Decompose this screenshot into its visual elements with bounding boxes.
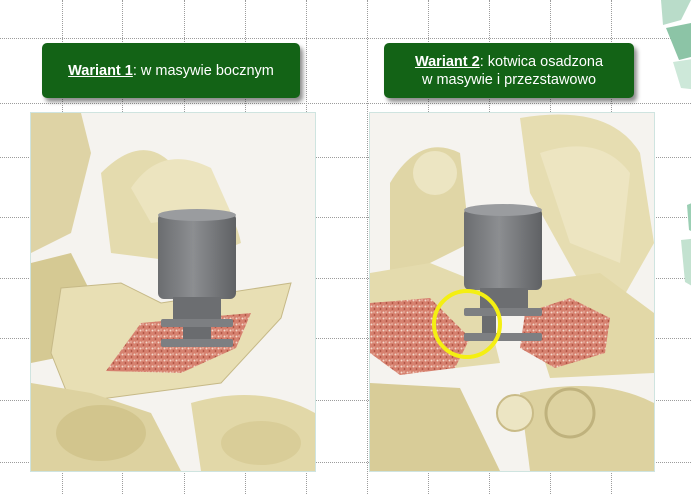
variant-1-illustration	[30, 112, 316, 472]
variant-2-description-2: w masywie i przezstawowo	[421, 71, 597, 88]
variant-1-description: : w masywie bocznym	[132, 62, 274, 79]
guide-line	[0, 217, 691, 218]
variant-2-label: Wariant 2: kotwica osadzona w masywie i …	[384, 43, 634, 98]
guide-line	[0, 103, 691, 104]
guide-line	[0, 38, 691, 39]
variant-1-render	[31, 113, 315, 471]
variant-2-description-1: : kotwica osadzona	[479, 53, 604, 70]
guide-line	[367, 0, 368, 494]
variant-2-illustration	[369, 112, 655, 472]
guide-line	[0, 400, 691, 401]
variant-1-title: Wariant 1	[68, 62, 133, 79]
decorative-shapes-icon	[661, 0, 691, 286]
guide-line	[0, 338, 691, 339]
variant-2-title: Wariant 2	[414, 53, 480, 70]
variant-2-label-line-1: Wariant 2: kotwica osadzona	[415, 53, 603, 71]
guide-line	[0, 157, 691, 158]
variant-1-label-line: Wariant 1: w masywie bocznym	[68, 62, 274, 80]
highlight-circle	[432, 289, 502, 359]
variant-1-label: Wariant 1: w masywie bocznym	[42, 43, 300, 98]
variant-2-render	[370, 114, 654, 471]
guide-line	[0, 278, 691, 279]
guide-line	[0, 462, 691, 463]
